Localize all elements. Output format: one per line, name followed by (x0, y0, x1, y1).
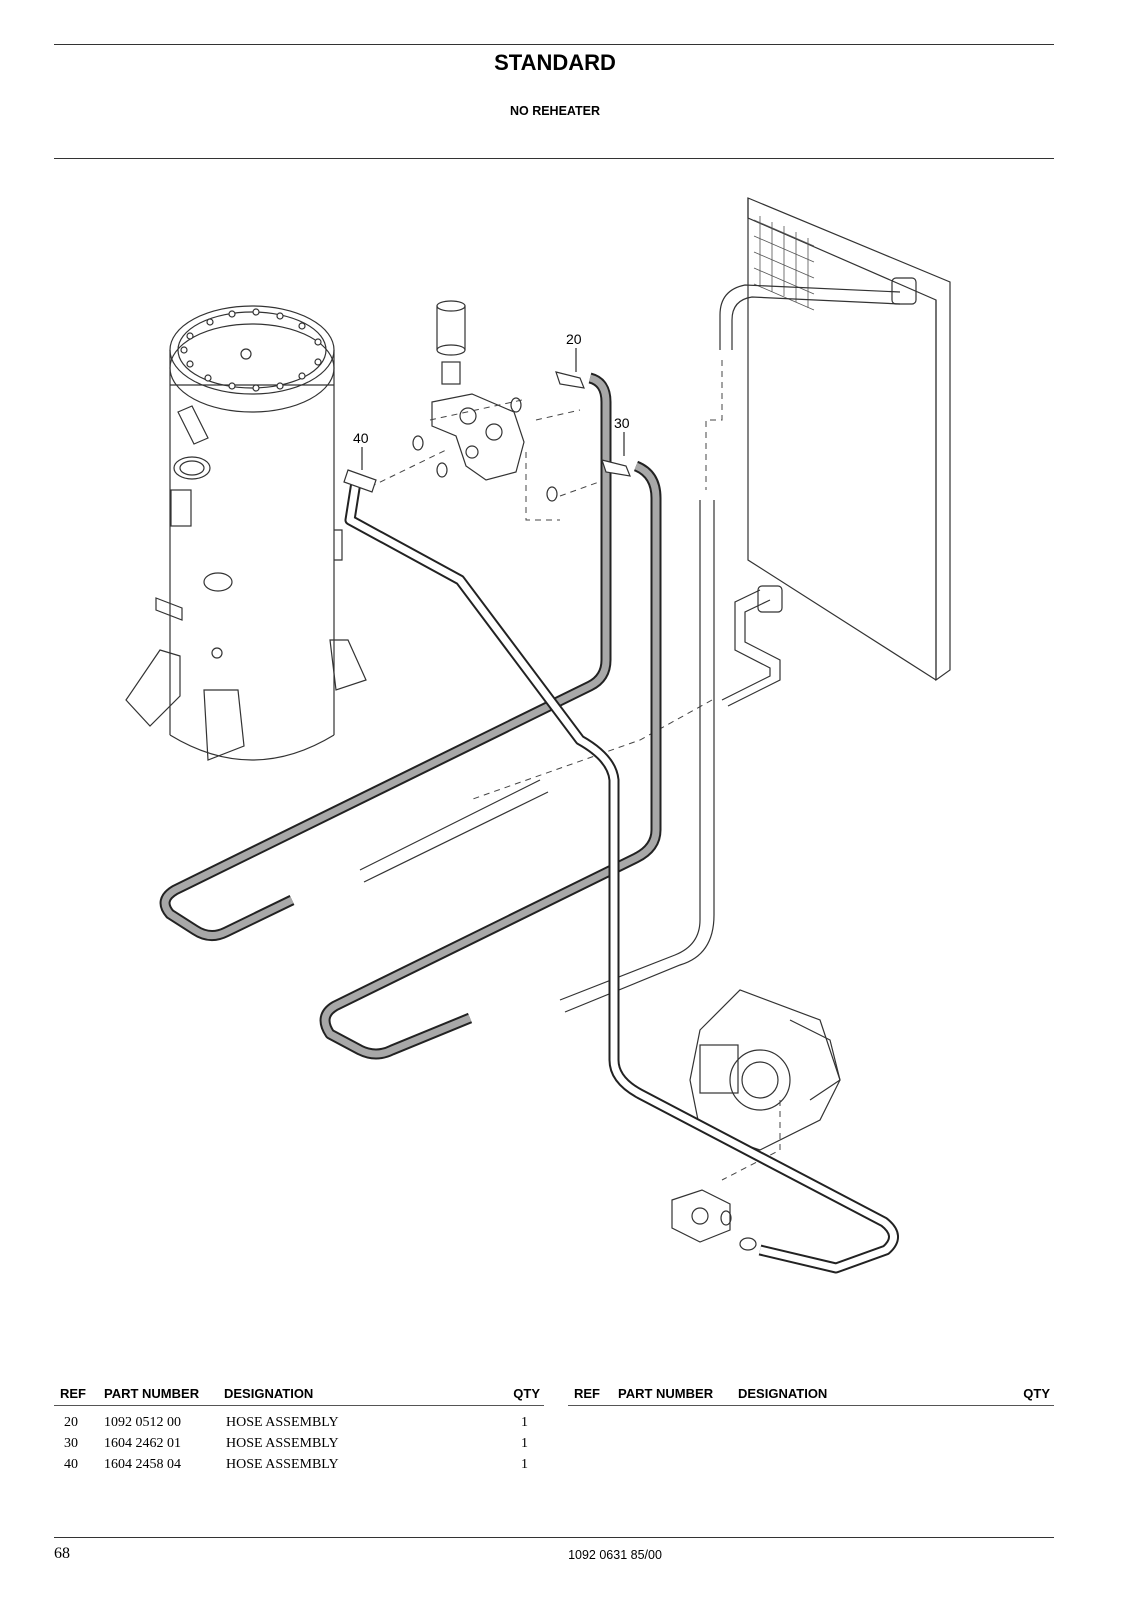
cell-designation: HOSE ASSEMBLY (226, 1457, 339, 1472)
col-part-number: PART NUMBER (618, 1386, 714, 1401)
callout-20: 20 (566, 331, 582, 347)
compressor-element (689, 989, 841, 1151)
cell-designation: HOSE ASSEMBLY (226, 1436, 339, 1451)
hose-assembly-20 (159, 371, 612, 941)
col-designation: DESIGNATION (738, 1386, 828, 1401)
page-subtitle: NO REHEATER (509, 104, 601, 118)
oil-cooler (747, 197, 951, 682)
col-qty: QTY (1023, 1386, 1050, 1401)
parts-table-body: 20 1092 0512 00 HOSE ASSEMBLY 1 30 1604 … (54, 1406, 544, 1477)
page-number: 68 (54, 1545, 70, 1562)
footer-rule (54, 1537, 1054, 1538)
cell-ref: 20 (64, 1415, 78, 1430)
cell-designation: HOSE ASSEMBLY (226, 1415, 339, 1430)
table-row: 20 1092 0512 00 HOSE ASSEMBLY 1 (54, 1414, 544, 1435)
oil-separator-vessel (125, 305, 367, 761)
page-title: STANDARD (494, 50, 616, 75)
parts-table-header: REF PART NUMBER DESIGNATION QTY (54, 1383, 544, 1406)
cell-ref: 40 (64, 1457, 78, 1472)
parts-table-header: REF PART NUMBER DESIGNATION QTY (568, 1383, 1054, 1406)
parts-table-right: REF PART NUMBER DESIGNATION QTY (568, 1383, 1054, 1406)
header-bottom-rule (54, 158, 1054, 159)
cell-qty: 1 (521, 1457, 528, 1472)
hose-assembly-30 (319, 459, 662, 1060)
cell-part-number: 1092 0512 00 (104, 1415, 181, 1430)
col-ref: REF (574, 1386, 600, 1401)
col-qty: QTY (513, 1386, 540, 1401)
table-row: 40 1604 2458 04 HOSE ASSEMBLY 1 (54, 1456, 544, 1477)
hose-assembly-40 (343, 469, 899, 1274)
oil-stop-valve (671, 1189, 757, 1251)
oil-filter-assembly (431, 300, 525, 481)
cell-part-number: 1604 2462 01 (104, 1436, 181, 1451)
cell-qty: 1 (521, 1436, 528, 1451)
col-part-number: PART NUMBER (104, 1386, 200, 1401)
col-ref: REF (60, 1386, 86, 1401)
o-rings (412, 397, 732, 1226)
cell-qty: 1 (521, 1415, 528, 1430)
col-designation: DESIGNATION (224, 1386, 314, 1401)
callout-labels: 20 30 40 (353, 331, 630, 470)
rigid-pipes (359, 284, 901, 1013)
cell-ref: 30 (64, 1436, 78, 1451)
parts-table-left: REF PART NUMBER DESIGNATION QTY 20 1092 … (54, 1383, 544, 1477)
header-top-rule (54, 44, 1054, 45)
callout-30: 30 (614, 415, 630, 431)
exploded-hose-diagram: 20 30 40 (125, 197, 951, 1274)
cell-part-number: 1604 2458 04 (104, 1457, 181, 1472)
table-row: 30 1604 2462 01 HOSE ASSEMBLY 1 (54, 1435, 544, 1456)
callout-40: 40 (353, 430, 369, 446)
document-number: 1092 0631 85/00 (568, 1548, 662, 1562)
